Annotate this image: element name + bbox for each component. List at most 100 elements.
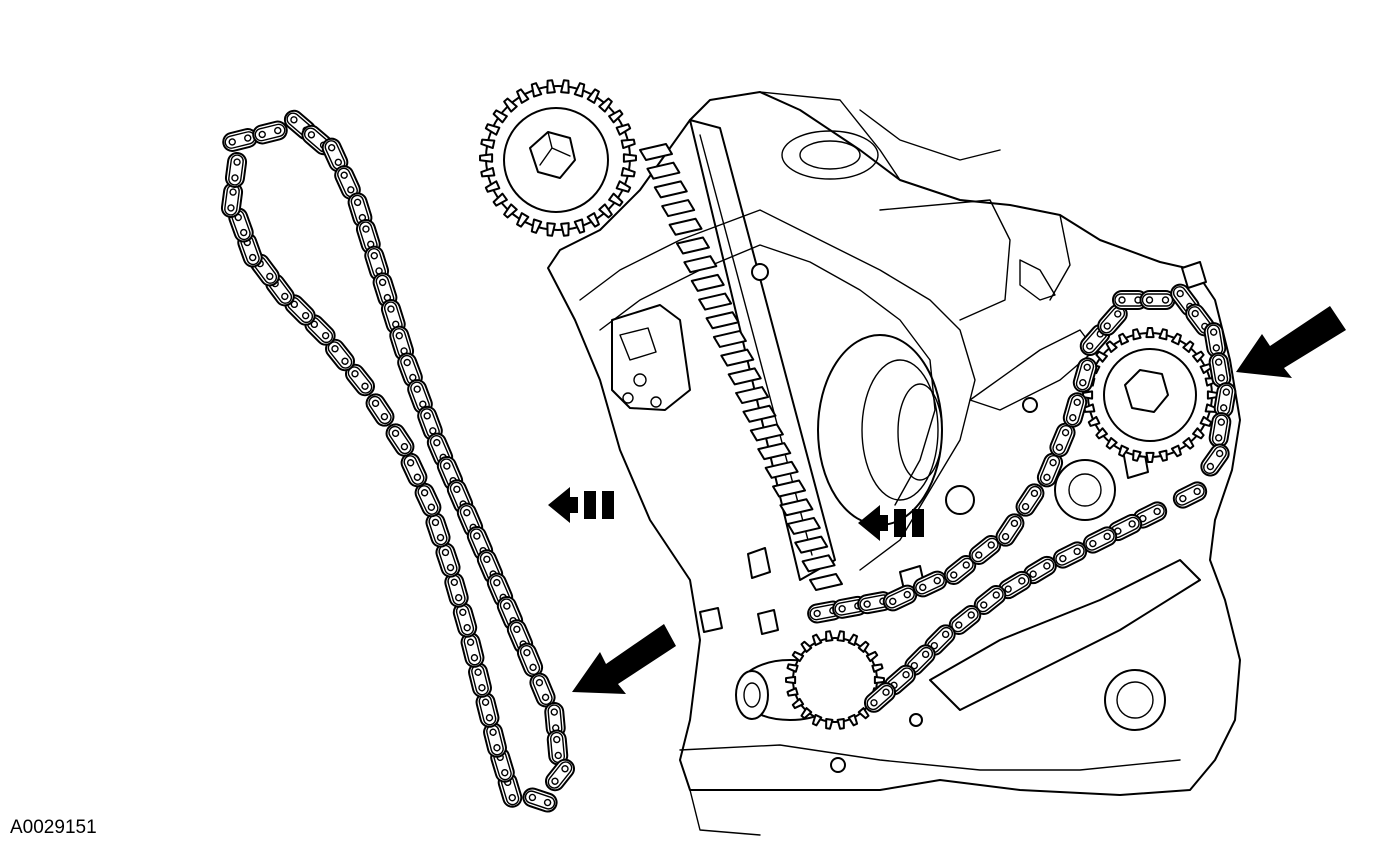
sprocket-tooth (1132, 449, 1142, 462)
sprocket-tooth (1158, 449, 1168, 462)
chain-link (435, 542, 461, 578)
sprocket-tooth (825, 630, 834, 642)
guide-slat (675, 236, 710, 255)
guide-slat (683, 255, 718, 274)
sprocket-tooth (786, 663, 799, 673)
sprocket-tooth (786, 687, 799, 697)
installed-timing-chain (807, 283, 1237, 713)
sprocket-tooth (1105, 340, 1118, 353)
sprocket-tooth (871, 663, 884, 673)
sprocket-tooth (1118, 444, 1130, 458)
guide-slat (772, 479, 807, 498)
chain-link (1213, 382, 1237, 418)
chain-link (1049, 422, 1076, 458)
sprocket-tooth (560, 222, 570, 237)
guide-slat (801, 554, 836, 573)
chain-link (224, 152, 248, 188)
sprocket-tooth (484, 180, 501, 193)
pointer-arrow-sprocket (1236, 306, 1346, 378)
pointer-arrow-chain (572, 624, 676, 694)
sprocket-tooth (1095, 350, 1108, 363)
sprocket-tooth (1182, 437, 1195, 450)
guide-slat (720, 348, 755, 367)
sprocket-tooth (1192, 350, 1205, 363)
guide-slat (727, 367, 762, 386)
chain-link (252, 120, 288, 145)
sprocket-tooth (836, 718, 845, 730)
sprocket-tooth (847, 713, 859, 727)
chain-link (546, 729, 569, 766)
chain-link (522, 787, 558, 813)
chain-link (1062, 392, 1088, 428)
guide-slat (653, 180, 688, 199)
sprocket-tooth (785, 675, 797, 685)
sprocket-tooth (598, 97, 613, 113)
guide-slat (794, 535, 829, 554)
chain-link (1208, 412, 1232, 448)
sprocket-tooth (1105, 437, 1118, 450)
sprocket-tooth (560, 79, 570, 94)
sprocket-tooth (1118, 332, 1130, 346)
guide-slat (809, 573, 843, 591)
sprocket-tooth (1145, 327, 1155, 339)
guide-slat (712, 329, 747, 348)
sprocket-tooth (1145, 451, 1155, 463)
sprocket-tooth (484, 123, 501, 136)
sprocket-tooth (620, 166, 636, 178)
guide-slat (742, 404, 777, 423)
sprocket-tooth (516, 212, 530, 228)
sprocket-tooth (608, 109, 624, 124)
sprocket-tooth (480, 166, 496, 178)
chain-link (1015, 483, 1045, 517)
figure-id-label: A0029151 (10, 817, 97, 838)
sprocket-tooth (1199, 415, 1213, 427)
guide-slat (749, 423, 784, 442)
sprocket-tooth (1182, 340, 1195, 353)
sprocket-tooth (503, 97, 518, 113)
chain-link (995, 513, 1025, 547)
sprocket-tooth (791, 650, 805, 663)
sprocket-tooth (615, 180, 632, 193)
sprocket-tooth (492, 109, 508, 124)
chain-link (1072, 357, 1098, 393)
sprocket-tooth (573, 218, 586, 234)
sprocket-tooth (546, 222, 556, 237)
chain-link (347, 192, 373, 228)
sprocket-tooth (800, 707, 813, 720)
guide-slat (757, 442, 792, 461)
sprocket-tooth (598, 203, 613, 219)
guide-slat (705, 311, 740, 330)
chain-link (1139, 290, 1176, 310)
guide-slat (735, 386, 770, 405)
guide-slat (698, 292, 733, 311)
sprocket-tooth (503, 203, 518, 219)
sprocket-tooth (873, 675, 885, 685)
sprocket-tooth (530, 218, 543, 234)
sprocket-tooth (573, 82, 586, 98)
engine-front-cover (547, 91, 1241, 836)
sprocket-tooth (865, 650, 879, 663)
guide-slat (690, 273, 725, 292)
sprocket-tooth (620, 138, 636, 150)
guide-slat (661, 199, 696, 218)
sprocket-tooth (480, 138, 496, 150)
guide-slat (779, 498, 814, 517)
sprocket-tooth (811, 633, 823, 647)
sprocket-tooth (811, 713, 823, 727)
sprocket-tooth (586, 212, 600, 228)
sprocket-tooth (1170, 332, 1182, 346)
sprocket-tooth (836, 630, 845, 642)
sprocket-tooth (800, 640, 813, 653)
chain-link (400, 452, 428, 488)
chain-link (222, 128, 258, 152)
chain-link (325, 338, 355, 372)
sprocket-tooth (791, 697, 805, 710)
sprocket-tooth (546, 79, 556, 94)
sprocket-tooth (825, 718, 834, 730)
chain-link (1200, 443, 1230, 477)
camshaft-sprocket-right (1082, 327, 1218, 463)
sprocket-tooth (586, 88, 600, 104)
sprocket-tooth (1087, 415, 1101, 427)
chain-link (863, 682, 897, 713)
